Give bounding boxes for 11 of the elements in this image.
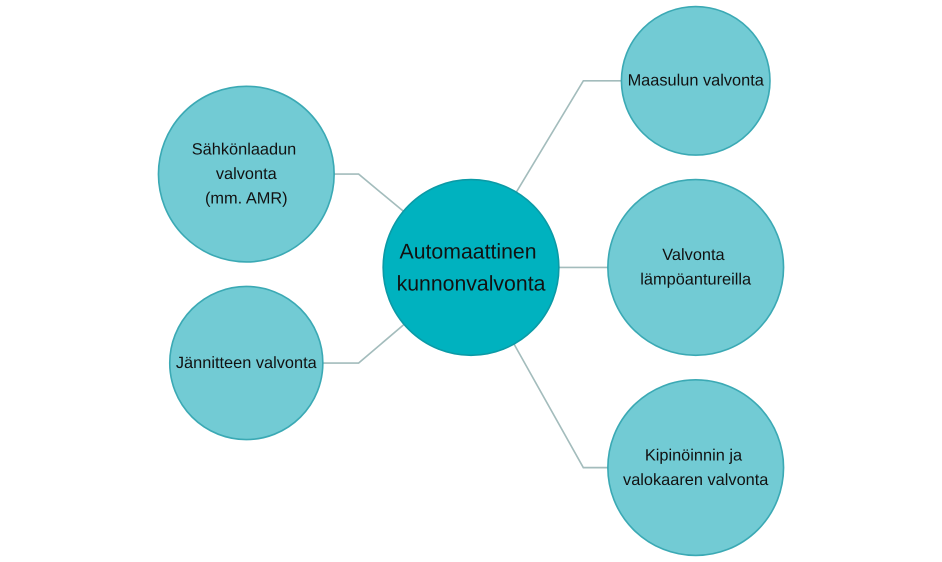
node-circle: Maasulun valvonta [620,6,771,156]
connector [334,173,404,212]
node-circle: Automaattinen kunnonvalvonta [382,178,560,356]
connector [558,266,608,268]
node-circle: Sähkönlaadun valvonta (mm. AMR) [158,85,335,263]
connector [322,324,405,364]
connector [513,344,608,468]
connector [516,80,622,193]
node-circle: Valvonta lämpöantureilla [607,178,784,356]
node-circle: Kipinöinnin ja valokaaren valvonta [607,378,784,556]
node-circle: Jännitteen valvonta [168,286,324,440]
